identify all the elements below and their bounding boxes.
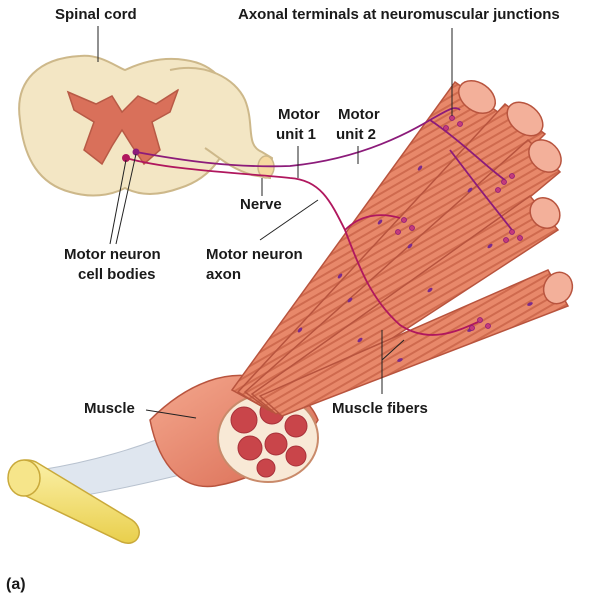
- leader-cell-body-2: [115, 153, 137, 245]
- muscle-fiber-5: [258, 269, 570, 417]
- label-motor-unit-2-line2: unit 2: [336, 126, 376, 143]
- label-muscle-fibers: Muscle fibers: [332, 400, 428, 417]
- nerve-root: [169, 66, 274, 180]
- axon-branch-1: [344, 214, 401, 231]
- fiber-end-4: [529, 197, 561, 229]
- axon-branch-3: [449, 149, 513, 231]
- fiber-end-3: [528, 139, 562, 173]
- leader-motor-neuron-axon: [259, 199, 319, 241]
- label-spinal-cord: Spinal cord: [55, 6, 137, 23]
- bone-end: [7, 459, 41, 497]
- label-cell-bodies-line1: Motor neuron: [64, 246, 161, 263]
- label-motor-unit-1-line2: unit 1: [276, 126, 316, 143]
- leader-cell-body-1: [109, 159, 127, 245]
- muscle-fiber-4: [250, 194, 560, 415]
- label-motor-neuron-axon-line1: Motor neuron: [206, 246, 303, 263]
- panel-label: (a): [6, 576, 26, 593]
- leader-muscle-fibers-2: [381, 339, 405, 361]
- label-motor-unit-1-line1: Motor: [278, 106, 320, 123]
- axon-branch-2: [429, 119, 506, 181]
- leader-lines: [97, 26, 453, 419]
- spinal-cord-section: [18, 54, 275, 197]
- label-axonal-terminals: Axonal terminals at neuromuscular juncti…: [238, 6, 560, 23]
- fiber-end-2: [506, 101, 544, 137]
- spinal-gray-matter: [66, 88, 180, 166]
- label-motor-neuron-axon-line2: axon: [206, 266, 242, 283]
- muscle-fibers: [230, 80, 574, 417]
- label-cell-bodies-line2: cell bodies: [78, 266, 156, 283]
- label-motor-unit-2-line1: Motor: [338, 106, 380, 123]
- fiber-end-1: [458, 80, 496, 114]
- fiber-end-5: [542, 271, 574, 305]
- label-nerve: Nerve: [240, 196, 282, 213]
- axons: [125, 107, 513, 336]
- leader-muscle: [145, 409, 197, 419]
- axon-motor-unit-2: [135, 107, 461, 168]
- label-muscle: Muscle: [84, 400, 135, 417]
